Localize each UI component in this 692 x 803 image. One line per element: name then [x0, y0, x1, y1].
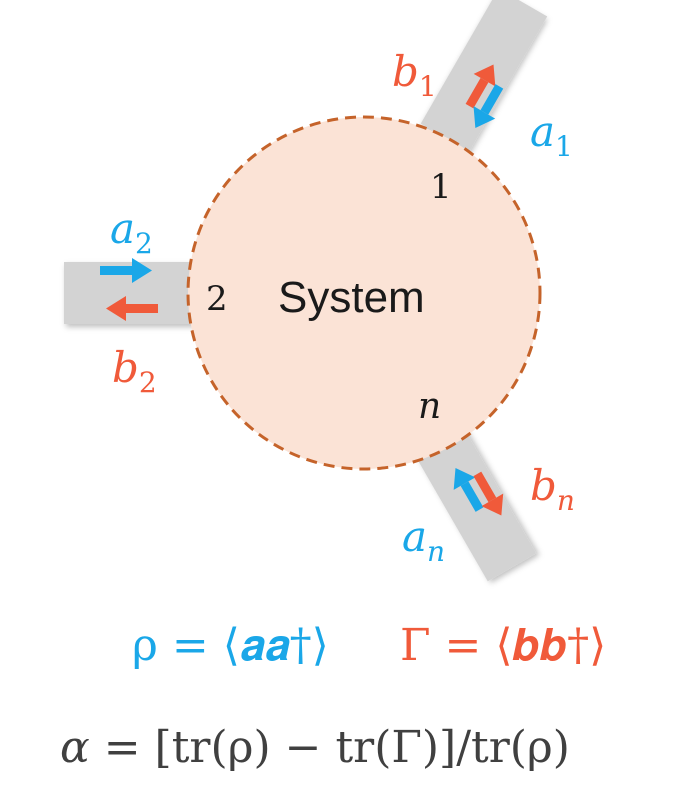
system-label: System [278, 273, 425, 322]
output-arrow-b1 [465, 64, 496, 109]
input-arrow-an [453, 468, 484, 512]
input-arrow-a2 [100, 258, 152, 283]
label-bn: bn [530, 461, 575, 517]
system-circle [186, 115, 542, 471]
port-n-arrows [453, 468, 504, 516]
port-n-index: n [418, 386, 441, 427]
input-arrow-a1 [473, 84, 504, 128]
port-1-index: 1 [430, 167, 452, 207]
formula-rho: ρ = ⟨𝒂𝒂†⟩ [132, 620, 329, 671]
label-an: an [402, 512, 445, 568]
formula-gamma: Γ = ⟨𝒃𝒃†⟩ [400, 620, 606, 671]
output-arrow-b2 [106, 296, 158, 321]
label-b2: b2 [112, 343, 157, 399]
label-a2: a2 [110, 204, 153, 260]
port-2-arrows [100, 258, 158, 321]
label-a1: a1 [530, 107, 573, 163]
port-1-arrows [465, 64, 504, 128]
formula-alpha: α = [tr(ρ) − tr(Γ)]/tr(ρ) [60, 722, 570, 773]
output-arrow-bn [473, 471, 504, 516]
label-b1: b1 [392, 47, 437, 103]
port-2-index: 2 [206, 279, 228, 319]
